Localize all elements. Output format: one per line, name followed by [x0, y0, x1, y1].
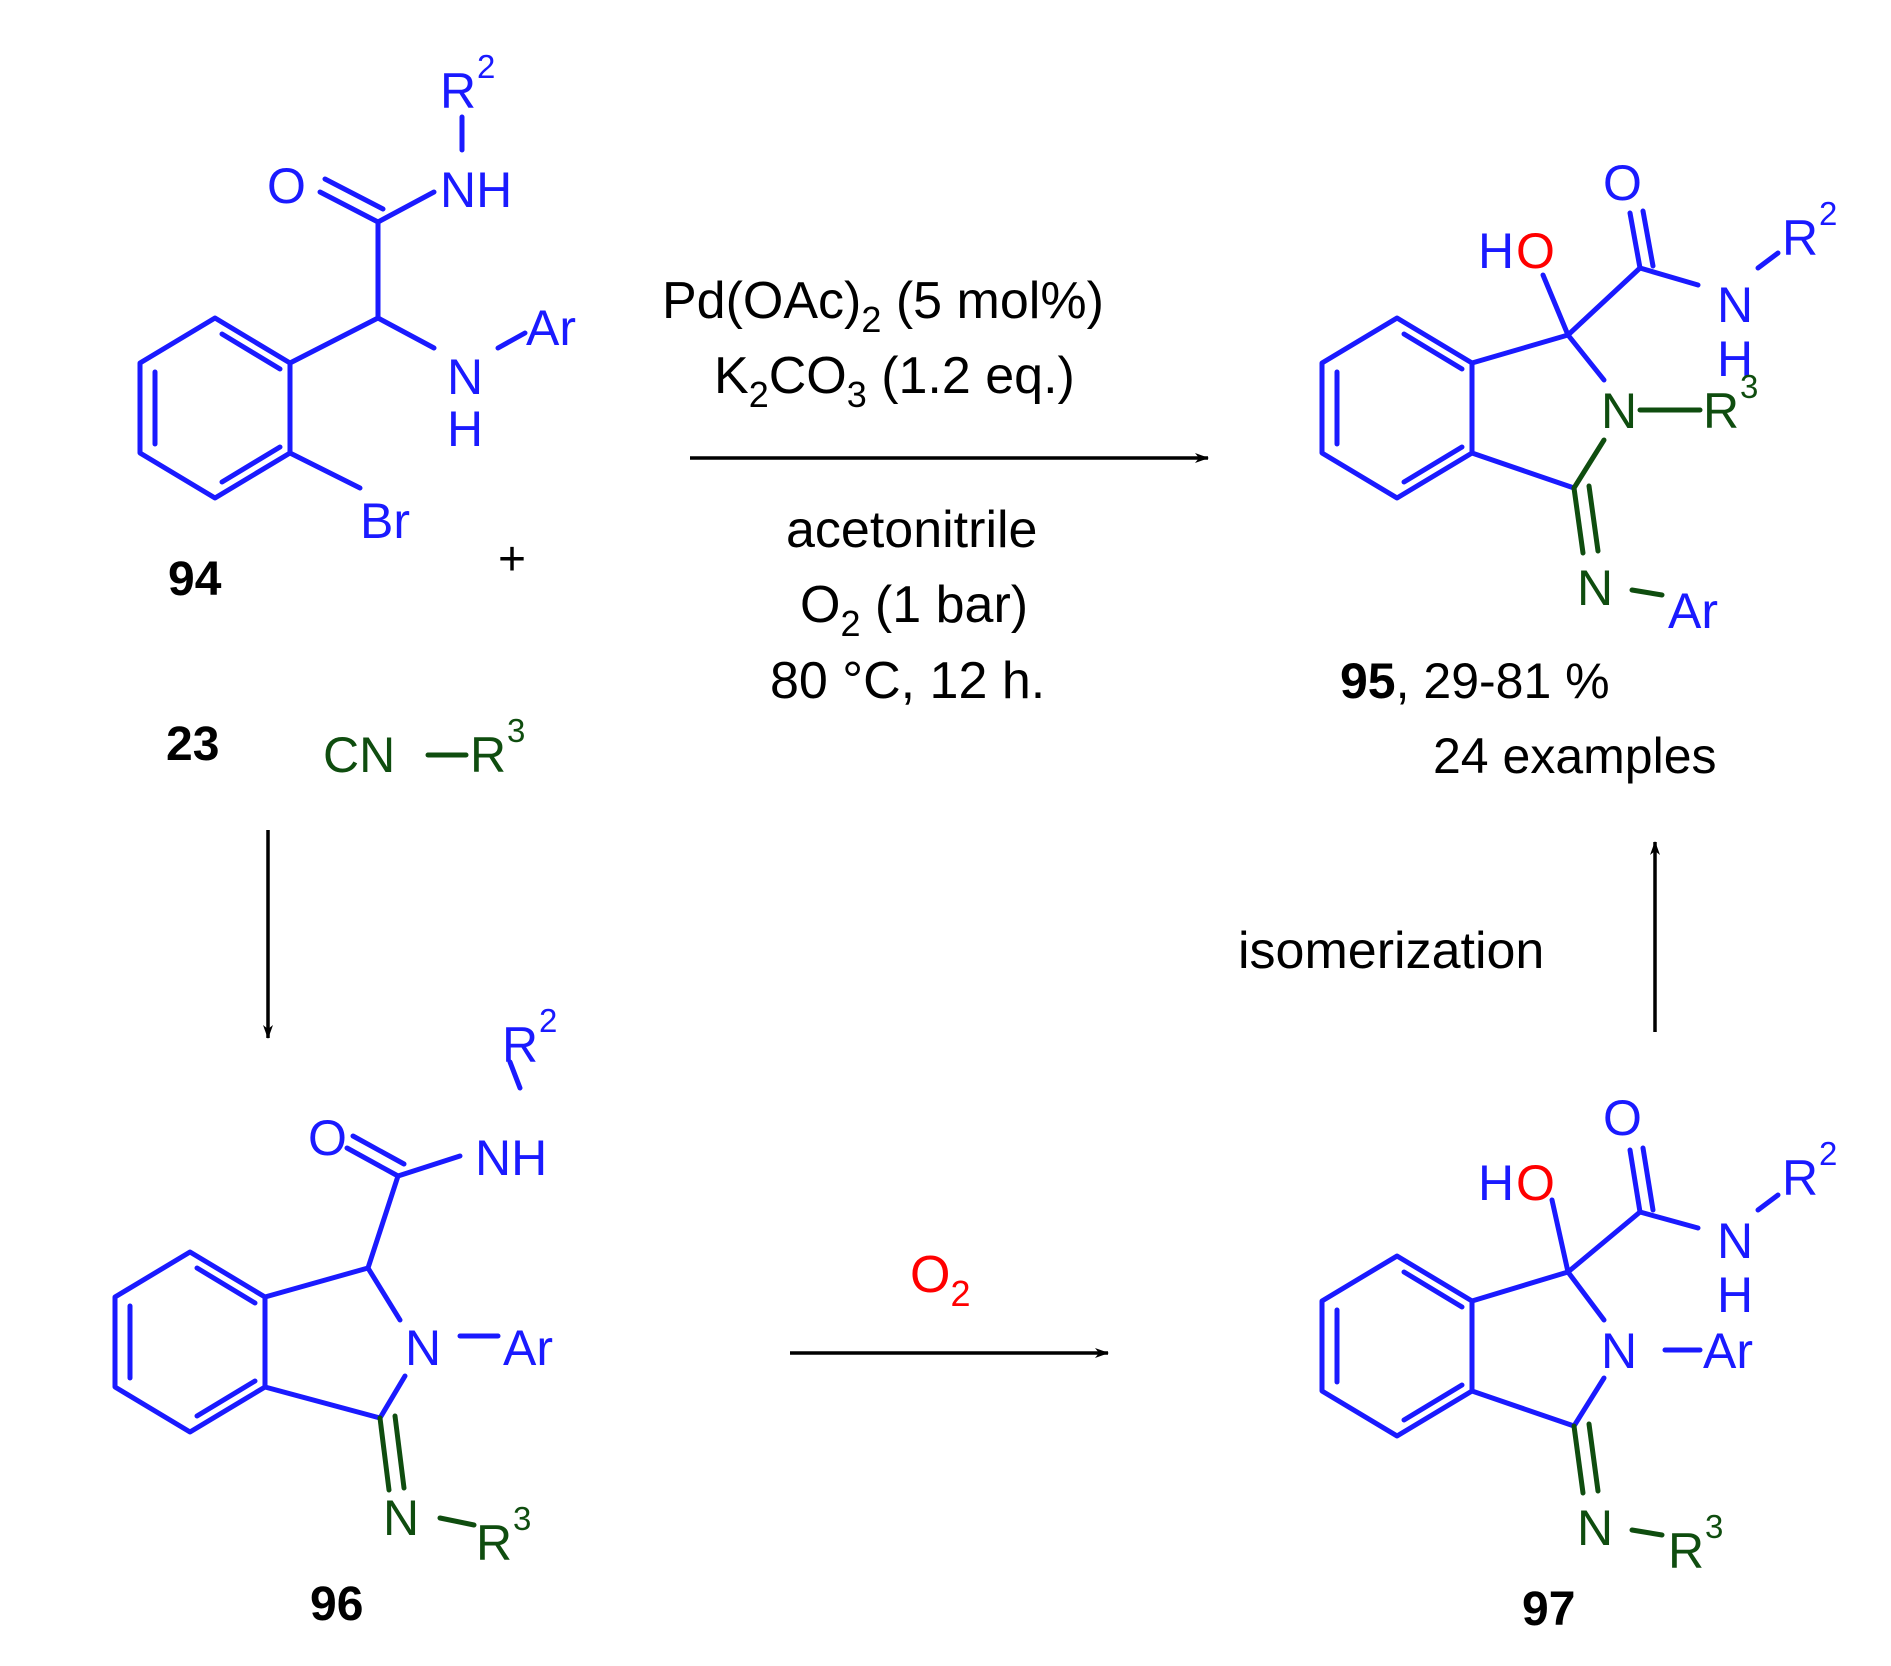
atom-ar: Ar [526, 300, 576, 356]
atom-ring-n: N [1601, 383, 1637, 439]
compound-96-isocyanide-bonds [377, 1413, 477, 1528]
atom-amide-n: N [1717, 1213, 1753, 1269]
oxidation-reagent: O2 [910, 1246, 970, 1314]
atom-r3: R [476, 1515, 512, 1571]
plus-sign: + [498, 533, 526, 586]
atom-hydroxyl-h: H [1478, 1155, 1514, 1211]
compound-number-94: 94 [168, 553, 222, 606]
compound-95-bonds [1319, 208, 1781, 501]
compound-number-23: 23 [166, 718, 219, 771]
atom-hydroxyl-h: H [1478, 223, 1514, 279]
atom-r2: R [1782, 1150, 1818, 1206]
isocyanide-r3: R [470, 727, 506, 783]
benzene-ring [112, 1249, 268, 1435]
condition-catalyst: Pd(OAc)2 (5 mol%) [662, 272, 1104, 340]
condition-solvent: acetonitrile [786, 501, 1037, 559]
main-reaction: Pd(OAc)2 (5 mol%) K2CO3 (1.2 eq.) aceton… [662, 272, 1209, 710]
compound-97-isocyanide-bonds [1571, 1421, 1665, 1538]
atom-carbonyl-o: O [1603, 155, 1642, 211]
isocyanide-group: CN [323, 727, 395, 783]
atom-ring-n: N [405, 1320, 441, 1376]
atom-imine-n: N [383, 1490, 419, 1546]
isomerization-step: isomerization [1238, 841, 1660, 1032]
atom-ring-n: N [1601, 1323, 1637, 1379]
atom-r3-superscript: 3 [1705, 1508, 1723, 1545]
atom-r2-superscript: 2 [539, 1002, 557, 1039]
condition-base: K2CO3 (1.2 eq.) [714, 347, 1075, 415]
atom-r2: R [440, 63, 476, 119]
benzene-ring [1319, 315, 1475, 501]
atom-n-amine: N [447, 349, 483, 405]
atom-amide-h: H [1717, 1267, 1753, 1323]
compound-96: O NH R 2 N Ar N R 3 96 [112, 1002, 557, 1631]
atom-ar: Ar [503, 1320, 553, 1376]
compound-94: O NH R 2 N H Ar Br 94 [137, 48, 576, 606]
compound-95-isocyanide-bonds [1571, 407, 1703, 598]
atom-imine-n: N [1577, 560, 1613, 616]
atom-nh-amide: NH [475, 1130, 547, 1186]
atom-r2-superscript: 2 [1819, 1135, 1837, 1172]
atom-r2: R [1782, 210, 1818, 266]
atom-bromine: Br [360, 493, 410, 549]
compound-23: 23 CN R 3 [166, 712, 525, 783]
atom-amide-n: N [1717, 277, 1753, 333]
compound-97: H O O N H R 2 N Ar N R 3 97 [1319, 1090, 1837, 1636]
atom-nh-amide: NH [440, 162, 512, 218]
compound-96-bonds [112, 1059, 523, 1435]
compound-95-yield: 95, 29-81 % [1340, 653, 1610, 709]
isomerization-label: isomerization [1238, 922, 1544, 980]
atom-r3-superscript: 3 [513, 1500, 531, 1537]
atom-hydroxyl-o: O [1516, 223, 1555, 279]
compound-number-96: 96 [310, 1578, 363, 1631]
compound-95: H O O N H R 2 N R 3 N Ar 95, 29-81 % 24 … [1319, 155, 1837, 784]
atom-carbonyl-o: O [308, 1110, 347, 1166]
atom-r3: R [1668, 1523, 1704, 1579]
atom-carbonyl-o: O [1603, 1090, 1642, 1146]
isocyanide-r3-superscript: 3 [507, 712, 525, 749]
atom-r3: R [1703, 383, 1739, 439]
condition-oxidant: O2 (1 bar) [800, 576, 1028, 644]
atom-imine-n: N [1577, 1500, 1613, 1556]
oxidation-step: O2 [790, 1246, 1109, 1358]
atom-h-amine: H [447, 401, 483, 457]
atom-hydroxyl-o: O [1516, 1155, 1555, 1211]
atom-ar: Ar [1668, 583, 1718, 639]
atom-amide-h: H [1717, 331, 1753, 387]
atom-oxygen: O [267, 158, 306, 214]
compound-94-bonds [137, 114, 528, 501]
compound-97-bonds [1319, 1145, 1781, 1439]
atom-r2: R [502, 1017, 538, 1073]
compound-number-97: 97 [1522, 1583, 1575, 1636]
atom-r2-superscript: 2 [477, 48, 495, 85]
compound-95-examples: 24 examples [1433, 728, 1717, 784]
benzene-ring [1319, 1253, 1475, 1439]
atom-r3-superscript: 3 [1740, 368, 1758, 405]
benzene-ring [137, 315, 293, 501]
atom-r2-superscript: 2 [1819, 195, 1837, 232]
condition-temperature-time: 80 °C, 12 h. [770, 652, 1045, 710]
atom-ar: Ar [1703, 1323, 1753, 1379]
